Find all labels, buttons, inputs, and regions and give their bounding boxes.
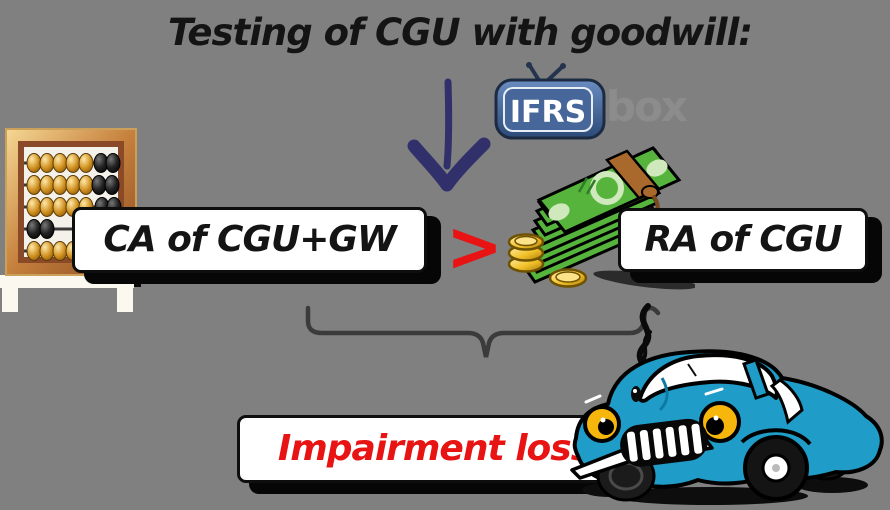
greater-than-operator: >	[446, 207, 503, 288]
impairment-loss-box: Impairment loss	[237, 415, 632, 483]
impairment-loss-label: Impairment loss	[277, 428, 592, 469]
grille-teeth	[620, 418, 709, 467]
ra-of-cgu-box: RA of CGU	[618, 208, 868, 272]
logo-tv-label: IFRS	[510, 95, 586, 130]
money-stack-icon	[507, 146, 695, 290]
banknotes-icon	[523, 146, 682, 284]
coins-icon	[507, 233, 588, 288]
ca-of-cgu-gw-box: CA of CGU+GW	[72, 207, 427, 273]
car-icon	[570, 349, 884, 505]
ca-box-label: CA of CGU+GW	[103, 219, 396, 260]
tv-icon: IFRS	[494, 62, 606, 140]
ra-box-label: RA of CGU	[644, 219, 842, 260]
logo-suffix-label: box	[606, 82, 688, 131]
page-title: Testing of CGU with goodwill:	[167, 11, 753, 54]
down-arrow-icon	[407, 78, 491, 192]
